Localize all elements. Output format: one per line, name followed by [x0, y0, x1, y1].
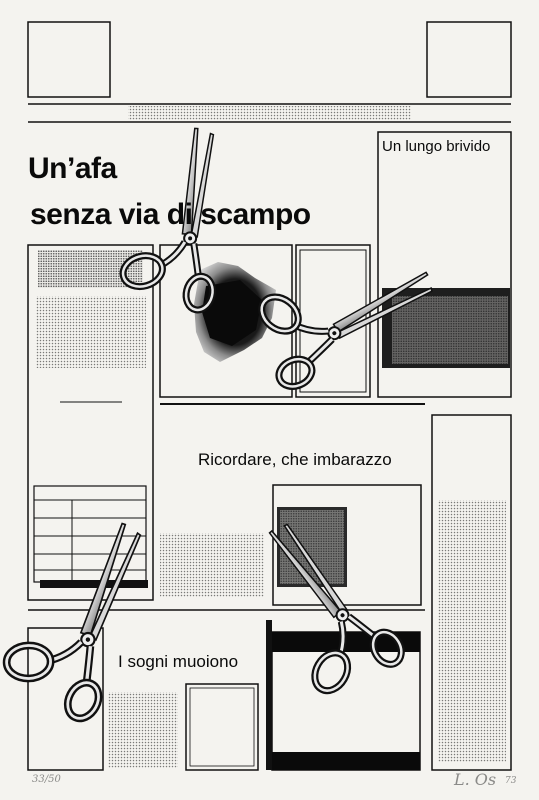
halftone-block: [36, 296, 146, 368]
headline-line-1: Un’afa: [28, 152, 117, 185]
signature-year: 73: [505, 776, 517, 786]
caption-top-right: Un lungo brivido: [382, 138, 491, 155]
headline-line-2: senza via di scampo: [30, 198, 311, 231]
halftone-column: [438, 500, 506, 762]
halftone-block: [108, 692, 178, 768]
halftone-block: [160, 533, 264, 597]
table-grid: [33, 485, 148, 588]
artist-signature: L. Os: [454, 770, 497, 789]
caption-middle: Ricordare, che imbarazzo: [198, 450, 392, 469]
caption-bottom: I sogni muoiono: [118, 652, 239, 671]
header-halftone-strip: [128, 106, 411, 120]
edition-number: 33/50: [32, 774, 61, 785]
header-box-left: [27, 21, 111, 98]
header-box-right: [426, 21, 512, 98]
